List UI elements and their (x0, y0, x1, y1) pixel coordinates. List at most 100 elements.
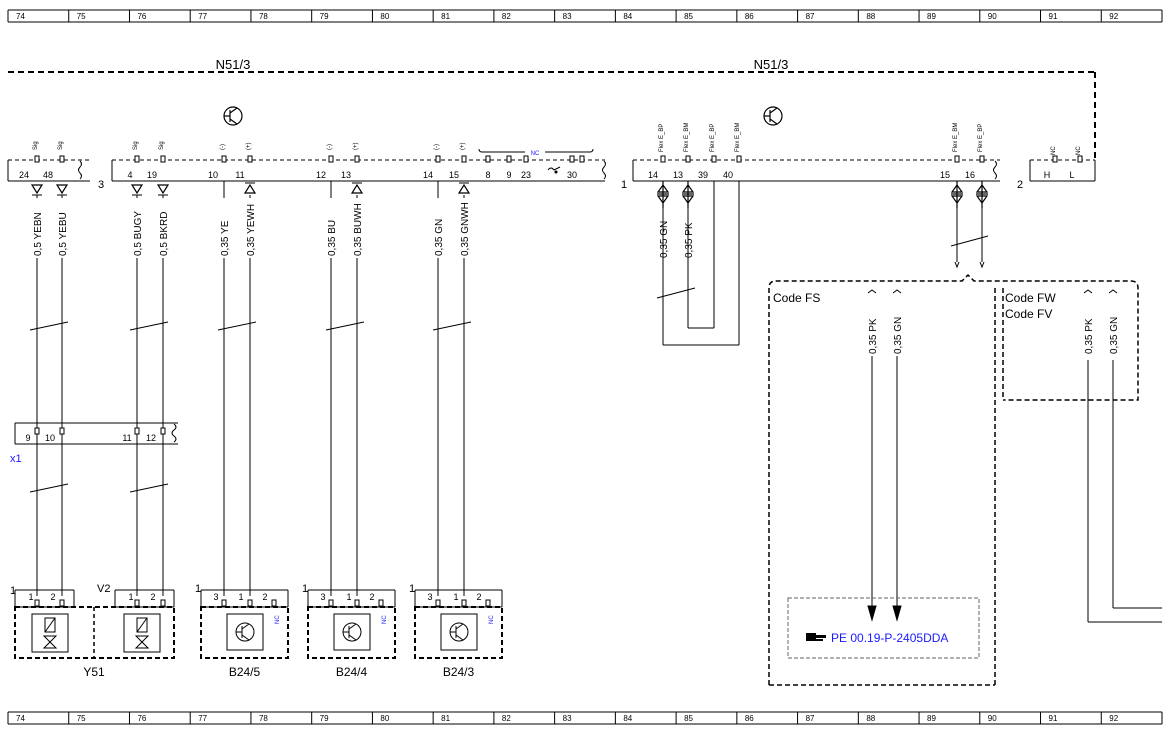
component-pin-number: 2 (262, 592, 267, 602)
wire-label: 0,35 YEWH (246, 204, 257, 256)
pin-number: 14 (423, 170, 433, 180)
code-wire (867, 289, 877, 622)
x1-pin-number: 11 (122, 433, 131, 443)
pin-tag: Flex E_BM (953, 123, 959, 152)
pin-stub (59, 427, 65, 435)
pin-number: 13 (341, 170, 351, 180)
top-ruler (8, 9, 1162, 23)
pin-stub (59, 155, 65, 163)
ruler-number: 85 (684, 714, 693, 723)
pin-number: 13 (673, 170, 683, 180)
pointing-hand-icon (806, 633, 826, 641)
component-connector-label: 1 (409, 583, 415, 595)
solenoid-valve-icon (123, 613, 161, 653)
pin-stub (160, 155, 166, 163)
wire-label: 0,35 BU (327, 220, 338, 256)
signal-arrow-icon (243, 183, 257, 194)
component-pin-number: 2 (476, 592, 481, 602)
component-pin-number: 2 (50, 592, 55, 602)
component-pin-number: 2 (150, 592, 155, 602)
wire-label: 0,5 YEBU (58, 212, 69, 256)
sensor-icon (440, 613, 478, 651)
ruler-number: 76 (137, 12, 146, 21)
bus-pin: H (1044, 170, 1051, 180)
module-label-right: N51/3 (754, 57, 789, 72)
connector-1-label: 1 (621, 179, 627, 191)
component-connector (14, 589, 75, 608)
code-wire (892, 289, 902, 622)
pin-number: 16 (965, 170, 975, 180)
reference-link[interactable]: PE 00.19-P-2405DDA (831, 631, 948, 645)
component-pin-number: 3 (320, 592, 325, 602)
pin-stub (506, 155, 512, 163)
x1-connector (14, 422, 178, 445)
ruler-number: 77 (198, 12, 207, 21)
sensor-icon (333, 613, 371, 651)
pin-stub (711, 155, 717, 163)
pin-number: 40 (723, 170, 733, 180)
pin-number: 4 (127, 170, 132, 180)
pin-stub (1077, 155, 1083, 163)
pin-stub (736, 155, 742, 163)
pin-stub (979, 155, 985, 163)
ruler-number: 82 (502, 714, 511, 723)
pin-tag: Flex E_BM (735, 123, 741, 152)
ruler-number: 77 (198, 714, 207, 723)
ruler-number: 78 (259, 714, 268, 723)
component-label: B24/4 (336, 665, 368, 679)
wire-label: 0,5 BUGY (133, 211, 144, 256)
pin-stub (685, 155, 691, 163)
wire-label: 0,35 YE (220, 220, 231, 256)
bidirectional-arrow-icon (681, 181, 695, 208)
wire-label: 0,35 GN (893, 317, 904, 354)
pin-stub (1052, 155, 1058, 163)
ruler-number: 92 (1109, 12, 1118, 21)
pin-tag: (+) (353, 142, 359, 150)
connector-3-box (7, 159, 605, 182)
ruler-number: 75 (77, 12, 86, 21)
pin-stub (523, 155, 529, 163)
pin-number: 30 (567, 170, 577, 180)
connector-2-box (1029, 159, 1096, 182)
component-connector-label: 1 (195, 583, 201, 595)
component-connector (114, 589, 175, 608)
pin-stub (579, 155, 585, 163)
component-label: B24/3 (443, 665, 475, 679)
component-pin-number: 1 (453, 592, 458, 602)
nc-tag: NC (275, 615, 281, 624)
ruler-number: 88 (866, 714, 875, 723)
pin-number: 14 (648, 170, 658, 180)
pin-tag: (+) (246, 142, 252, 150)
component-pin-number: 3 (213, 592, 218, 602)
x1-label: x1 (10, 453, 22, 465)
solenoid-valve-icon (31, 613, 69, 653)
signal-arrow-icon (350, 183, 364, 194)
signal-arrow-icon (156, 184, 170, 195)
pin-number: 11 (235, 170, 244, 180)
pin-stub (954, 155, 960, 163)
pin-stub (134, 427, 140, 435)
ruler-number: 79 (320, 12, 329, 21)
ruler-number: 87 (806, 714, 815, 723)
ruler-number: 82 (502, 12, 511, 21)
pin-stub (134, 155, 140, 163)
bidirectional-arrow-icon (975, 181, 989, 208)
code-fv-label: Code FV (1005, 307, 1052, 321)
ruler-number: 74 (16, 12, 25, 21)
pin-number: 24 (19, 170, 29, 180)
ruler-number: 81 (441, 12, 450, 21)
bidirectional-arrow-icon (656, 181, 670, 208)
pin-stub (34, 155, 40, 163)
pin-tag: (-) (327, 144, 333, 150)
ruler-number: 85 (684, 12, 693, 21)
ruler-number: 91 (1049, 714, 1058, 723)
pin-stub (247, 155, 253, 163)
twist-marks (29, 321, 472, 493)
bottom-ruler (8, 711, 1162, 725)
component-pin-number: 1 (346, 592, 351, 602)
nc-tag: NC (382, 615, 388, 624)
pin-tag: Sig (133, 141, 139, 150)
contact-icon (547, 166, 561, 174)
signal-arrow-icon (130, 184, 144, 195)
x1-pin-number: 10 (45, 433, 55, 443)
